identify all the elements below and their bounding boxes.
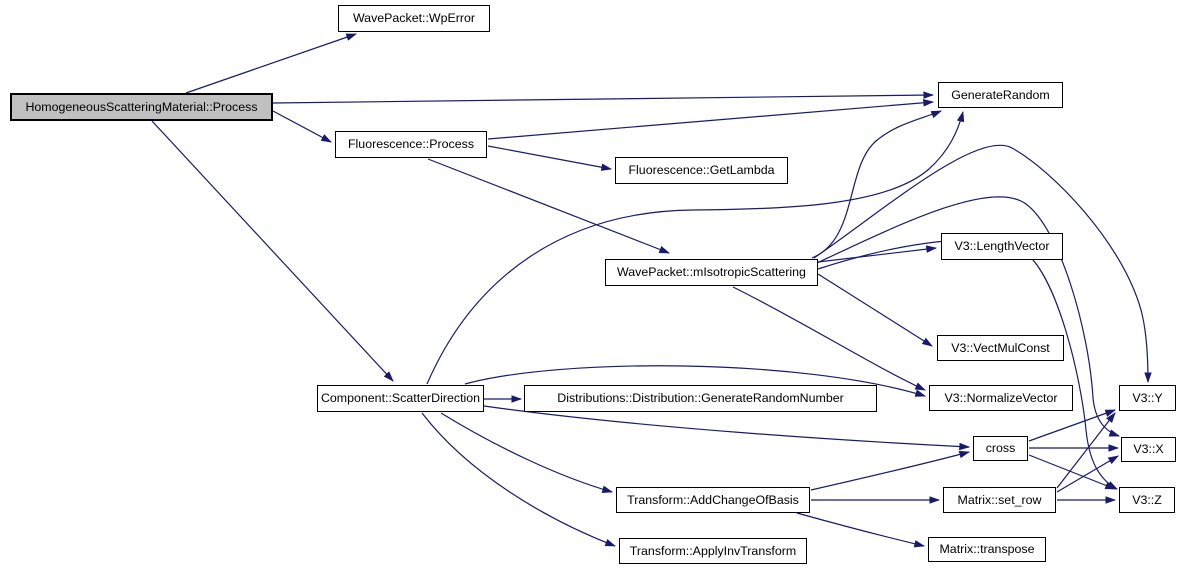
edge-scatter-direction-to-cross [483, 405, 971, 451]
node-transform-add-change-of-basis[interactable]: Transform::AddChangeOfBasis [616, 487, 810, 513]
edge-process-to-wp-error [185, 33, 358, 94]
edge-process-to-scatter-direction [151, 120, 394, 382]
node-distributions-generate-random-number[interactable]: Distributions::Distribution::GenerateRan… [524, 385, 877, 412]
edge-set-row-to-v3-x [1056, 455, 1119, 493]
edge-scatter-direction-to-add-change-of-basis [440, 412, 614, 493]
node-fluorescence-getlambda[interactable]: Fluorescence::GetLambda [615, 157, 788, 184]
node-v3-normalize-vector[interactable]: V3::NormalizeVector [929, 385, 1073, 411]
edge-add-change-of-basis-to-transpose [796, 512, 926, 548]
edge-miso-to-v3-z [817, 239, 1118, 490]
node-transform-apply-inv-transform[interactable]: Transform::ApplyInvTransform [619, 538, 807, 564]
edge-scatter-direction-to-normalize-vector [464, 365, 927, 397]
node-matrix-transpose[interactable]: Matrix::transpose [928, 537, 1046, 562]
edge-cross-to-v3-z [1028, 454, 1117, 490]
edge-miso-to-vect-mul-const [817, 273, 933, 347]
node-v3-y[interactable]: V3::Y [1119, 385, 1176, 411]
node-v3-x[interactable]: V3::X [1121, 437, 1176, 462]
edge-miso-to-generate-random [811, 110, 943, 259]
node-component-scatter-direction[interactable]: Component::ScatterDirection [317, 385, 484, 412]
edge-fluorescence-process-to-miso [427, 158, 671, 254]
edge-cross-to-v3-y [1028, 409, 1117, 442]
edge-miso-to-normalize-vector [732, 286, 926, 391]
node-cross[interactable]: cross [973, 436, 1028, 461]
node-v3-length-vector[interactable]: V3::LengthVector [941, 233, 1063, 260]
node-wavepacket-wperror[interactable]: WavePacket::WpError [338, 5, 490, 32]
edge-miso-to-v3-y [813, 144, 1152, 384]
edge-fluorescence-process-to-generate-random [487, 99, 935, 140]
edge-add-change-of-basis-to-cross [810, 450, 971, 491]
node-generate-random[interactable]: GenerateRandom [938, 82, 1063, 108]
node-wavepacket-misotropic-scattering[interactable]: WavePacket::mIsotropicScattering [605, 259, 818, 286]
node-fluorescence-process[interactable]: Fluorescence::Process [335, 131, 487, 158]
edge-set-row-to-v3-y [1056, 412, 1116, 489]
edge-fluorescence-process-to-get-lambda [487, 145, 613, 171]
node-v3-z[interactable]: V3::Z [1119, 487, 1175, 513]
edge-scatter-direction-to-apply-inv-transform [421, 412, 617, 547]
edge-miso-to-v3-x [816, 196, 1121, 437]
edge-process-to-fluorescence-process [272, 110, 332, 143]
node-matrix-set-row[interactable]: Matrix::set_row [943, 487, 1056, 513]
node-homogeneous-scattering-material-process[interactable]: HomogeneousScatteringMaterial::Process [10, 93, 273, 121]
node-v3-vect-mul-const[interactable]: V3::VectMulConst [937, 335, 1064, 361]
edge-scatter-direction-to-generate-random [426, 110, 965, 385]
edge-process-to-generate-random [272, 91, 935, 104]
edge-miso-to-length-vector [817, 245, 938, 263]
